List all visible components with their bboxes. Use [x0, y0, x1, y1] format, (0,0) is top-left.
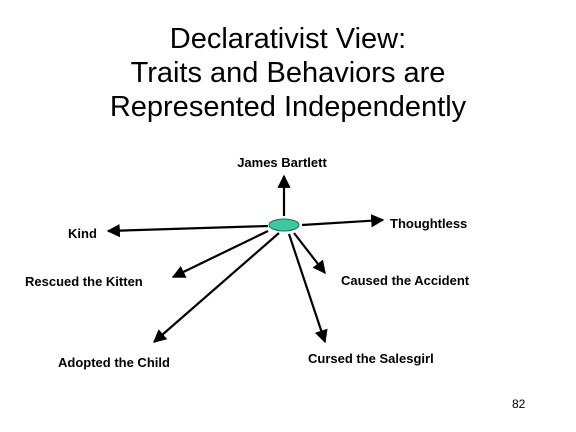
hub-node	[268, 218, 300, 232]
title-line-3: Represented Independently	[109, 91, 467, 123]
edge-adopted-the-child	[153, 232, 280, 343]
title-line-1: Declarativist View:	[169, 23, 407, 55]
node-rescued-the-kitten: Rescued the Kitten	[25, 274, 143, 289]
node-caused-the-accident: Caused the Accident	[341, 273, 470, 288]
edge-cursed-the-salesgirl	[287, 233, 328, 344]
edge-kind	[106, 224, 269, 238]
page-number: 82	[512, 397, 526, 411]
node-thoughtless: Thoughtless	[390, 216, 467, 231]
node-adopted-the-child: Adopted the Child	[58, 355, 170, 370]
edge-rescued-the-kitten	[171, 230, 269, 278]
node-kind: Kind	[68, 226, 97, 241]
node-cursed-the-salesgirl: Cursed the Salesgirl	[308, 351, 434, 366]
edge-thoughtless	[301, 214, 385, 228]
title-line-2: Traits and Behaviors are	[130, 57, 446, 89]
edge-caused-the-accident	[293, 232, 326, 275]
slide-title: Declarativist View: Traits and Behaviors…	[0, 22, 576, 124]
node-james-bartlett: James Bartlett	[237, 155, 327, 170]
